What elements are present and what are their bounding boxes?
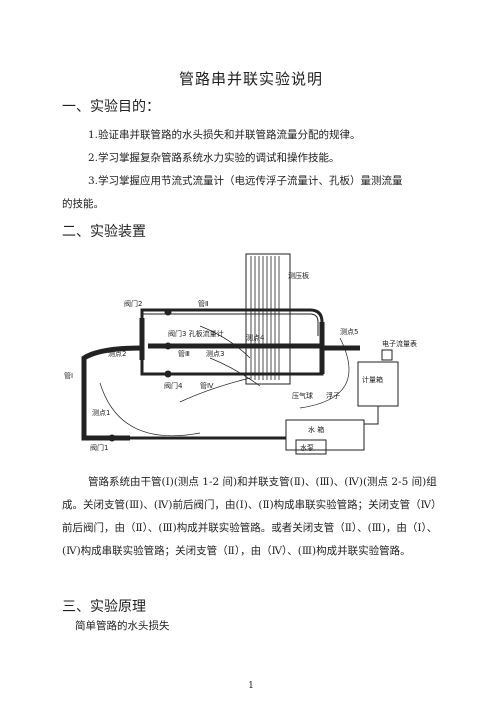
label-point3: 测点3 xyxy=(206,350,224,358)
label-pipe4: 管Ⅳ xyxy=(200,381,214,390)
goal-item-3: 3.学习掌握应用节流式流量计（电远传浮子流量计、孔板）量测流量 xyxy=(88,175,403,187)
label-valve3-orifice: 阀门3 孔板流量计 xyxy=(168,329,224,338)
goal-item-2: 2.学习掌握复杂管路系统水力实验的调试和操作技能。 xyxy=(88,152,340,164)
label-pump: 水泵 xyxy=(300,443,314,452)
section-3-heading: 三、实验原理 xyxy=(62,599,146,615)
section-1-heading: 一、实验目的： xyxy=(62,99,160,115)
label-point1: 测点1 xyxy=(92,409,110,417)
page-title: 管路串并联实验说明 xyxy=(178,70,323,88)
apparatus-diagram: 测压板 阀门2 管Ⅱ 阀门3 孔板流量计 测点4 测点5 电子流量表 测点2 管… xyxy=(64,253,417,455)
goal-item-3-cont: 的技能。 xyxy=(62,198,104,210)
section-3-subheading: 简单管路的水头损失 xyxy=(75,620,170,632)
label-pipe1: 管Ⅰ xyxy=(64,371,73,380)
goal-item-1: 1.验证串并联管路的水头损失和并联管路流量分配的规律。 xyxy=(88,129,361,141)
pump-box xyxy=(295,439,327,455)
label-float: 浮子 xyxy=(326,391,340,400)
label-flowmeter: 电子流量表 xyxy=(382,339,417,348)
section-2-heading: 二、实验装置 xyxy=(62,224,146,240)
label-water-tank: 水 箱 xyxy=(308,425,324,434)
label-pressure-bulb: 压气球 xyxy=(292,391,313,400)
manometer-board xyxy=(245,253,291,385)
label-manometer: 测压板 xyxy=(288,271,309,280)
water-tank xyxy=(285,419,365,451)
label-valve2: 阀门2 xyxy=(124,299,142,308)
page-number: 1 xyxy=(248,681,254,691)
label-valve1: 阀门1 xyxy=(90,443,108,452)
label-meter-tank: 计量箱 xyxy=(362,375,383,384)
apparatus-description: 管路系统由干管(Ⅰ)(测点 1-2 间)和并联支管(Ⅱ)、(Ⅲ)、(Ⅳ)(测点 … xyxy=(62,476,442,557)
label-point4: 测点4 xyxy=(246,334,265,342)
label-point5: 测点5 xyxy=(340,328,358,336)
meter-tank xyxy=(357,361,399,407)
label-pipe2: 管Ⅱ xyxy=(198,299,208,308)
label-valve4: 阀门4 xyxy=(164,381,183,390)
label-point2: 测点2 xyxy=(108,350,126,358)
label-pipe3: 管Ⅲ xyxy=(178,349,190,358)
